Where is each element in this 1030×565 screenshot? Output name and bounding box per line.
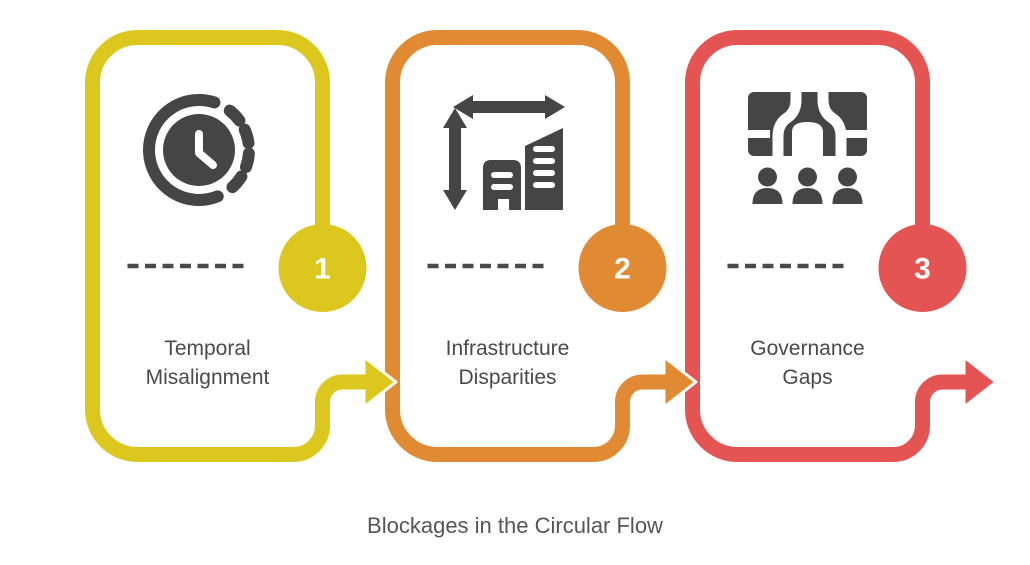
flow-arrow-2 — [655, 355, 698, 409]
card-3-label-line2: Gaps — [782, 366, 833, 389]
card-2-border — [385, 30, 676, 462]
flow-arrow-1 — [355, 355, 398, 409]
diagram-title: Blockages in the Circular Flow — [367, 513, 663, 538]
card-3-border — [685, 30, 976, 462]
card-1-label: Temporal Misalignment — [85, 334, 330, 392]
card-2-label-line2: Disparities — [458, 366, 557, 389]
flow-arrow-1-joint — [355, 374, 367, 390]
step-3-number: 3 — [914, 253, 931, 286]
card-3 — [685, 30, 976, 462]
clock-cycle-icon — [143, 94, 255, 206]
step-1-number: 1 — [314, 253, 331, 286]
step-1-badge — [278, 224, 367, 312]
flow-arrow-3-head — [962, 355, 998, 409]
card-3-label-line1: Governance — [750, 337, 865, 360]
flow-arrow-3 — [955, 355, 998, 409]
card-1 — [85, 30, 376, 462]
building-measure-icon — [443, 95, 565, 210]
card-1-label-line1: Temporal — [164, 337, 251, 360]
step-2-badge — [578, 224, 667, 312]
meeting-icon — [748, 88, 867, 204]
card-2-label-line1: Infrastructure — [445, 337, 570, 360]
card-1-label-line2: Misalignment — [145, 366, 270, 389]
flow-arrow-2-joint — [655, 374, 667, 390]
step-3-badge — [878, 224, 967, 312]
card-2-label: Infrastructure Disparities — [385, 334, 630, 392]
card-3-label: Governance Gaps — [685, 334, 930, 392]
flow-arrow-3-joint — [955, 374, 967, 390]
step-2-number: 2 — [614, 253, 631, 286]
card-2 — [385, 30, 676, 462]
card-1-border — [85, 30, 376, 462]
step-badges: 1 2 3 — [278, 224, 967, 312]
